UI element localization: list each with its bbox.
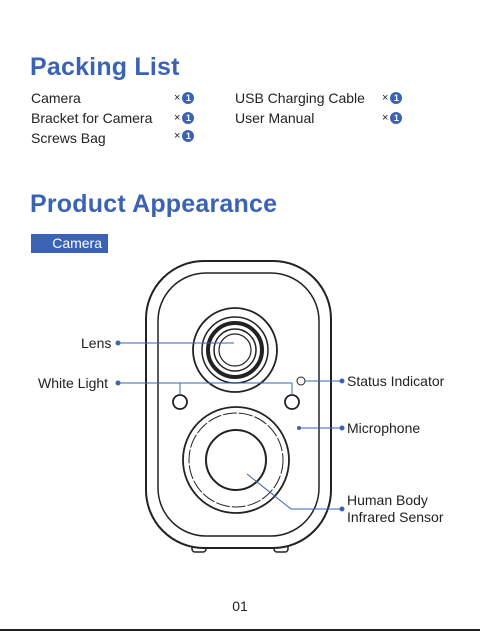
page-number: 01: [0, 598, 480, 614]
label-lens: Lens: [81, 336, 111, 350]
white-light-left: [173, 395, 187, 409]
label-status-indicator: Status Indicator: [347, 374, 444, 388]
status-indicator-dot: [297, 377, 305, 385]
lens-glass: [219, 334, 251, 366]
white-light-right: [285, 395, 299, 409]
label-pir-line2: Infrared Sensor: [347, 510, 444, 524]
label-microphone: Microphone: [347, 421, 420, 435]
pir-lens: [206, 430, 266, 490]
label-pir-line1: Human Body: [347, 493, 428, 507]
label-white-light: White Light: [38, 376, 108, 390]
